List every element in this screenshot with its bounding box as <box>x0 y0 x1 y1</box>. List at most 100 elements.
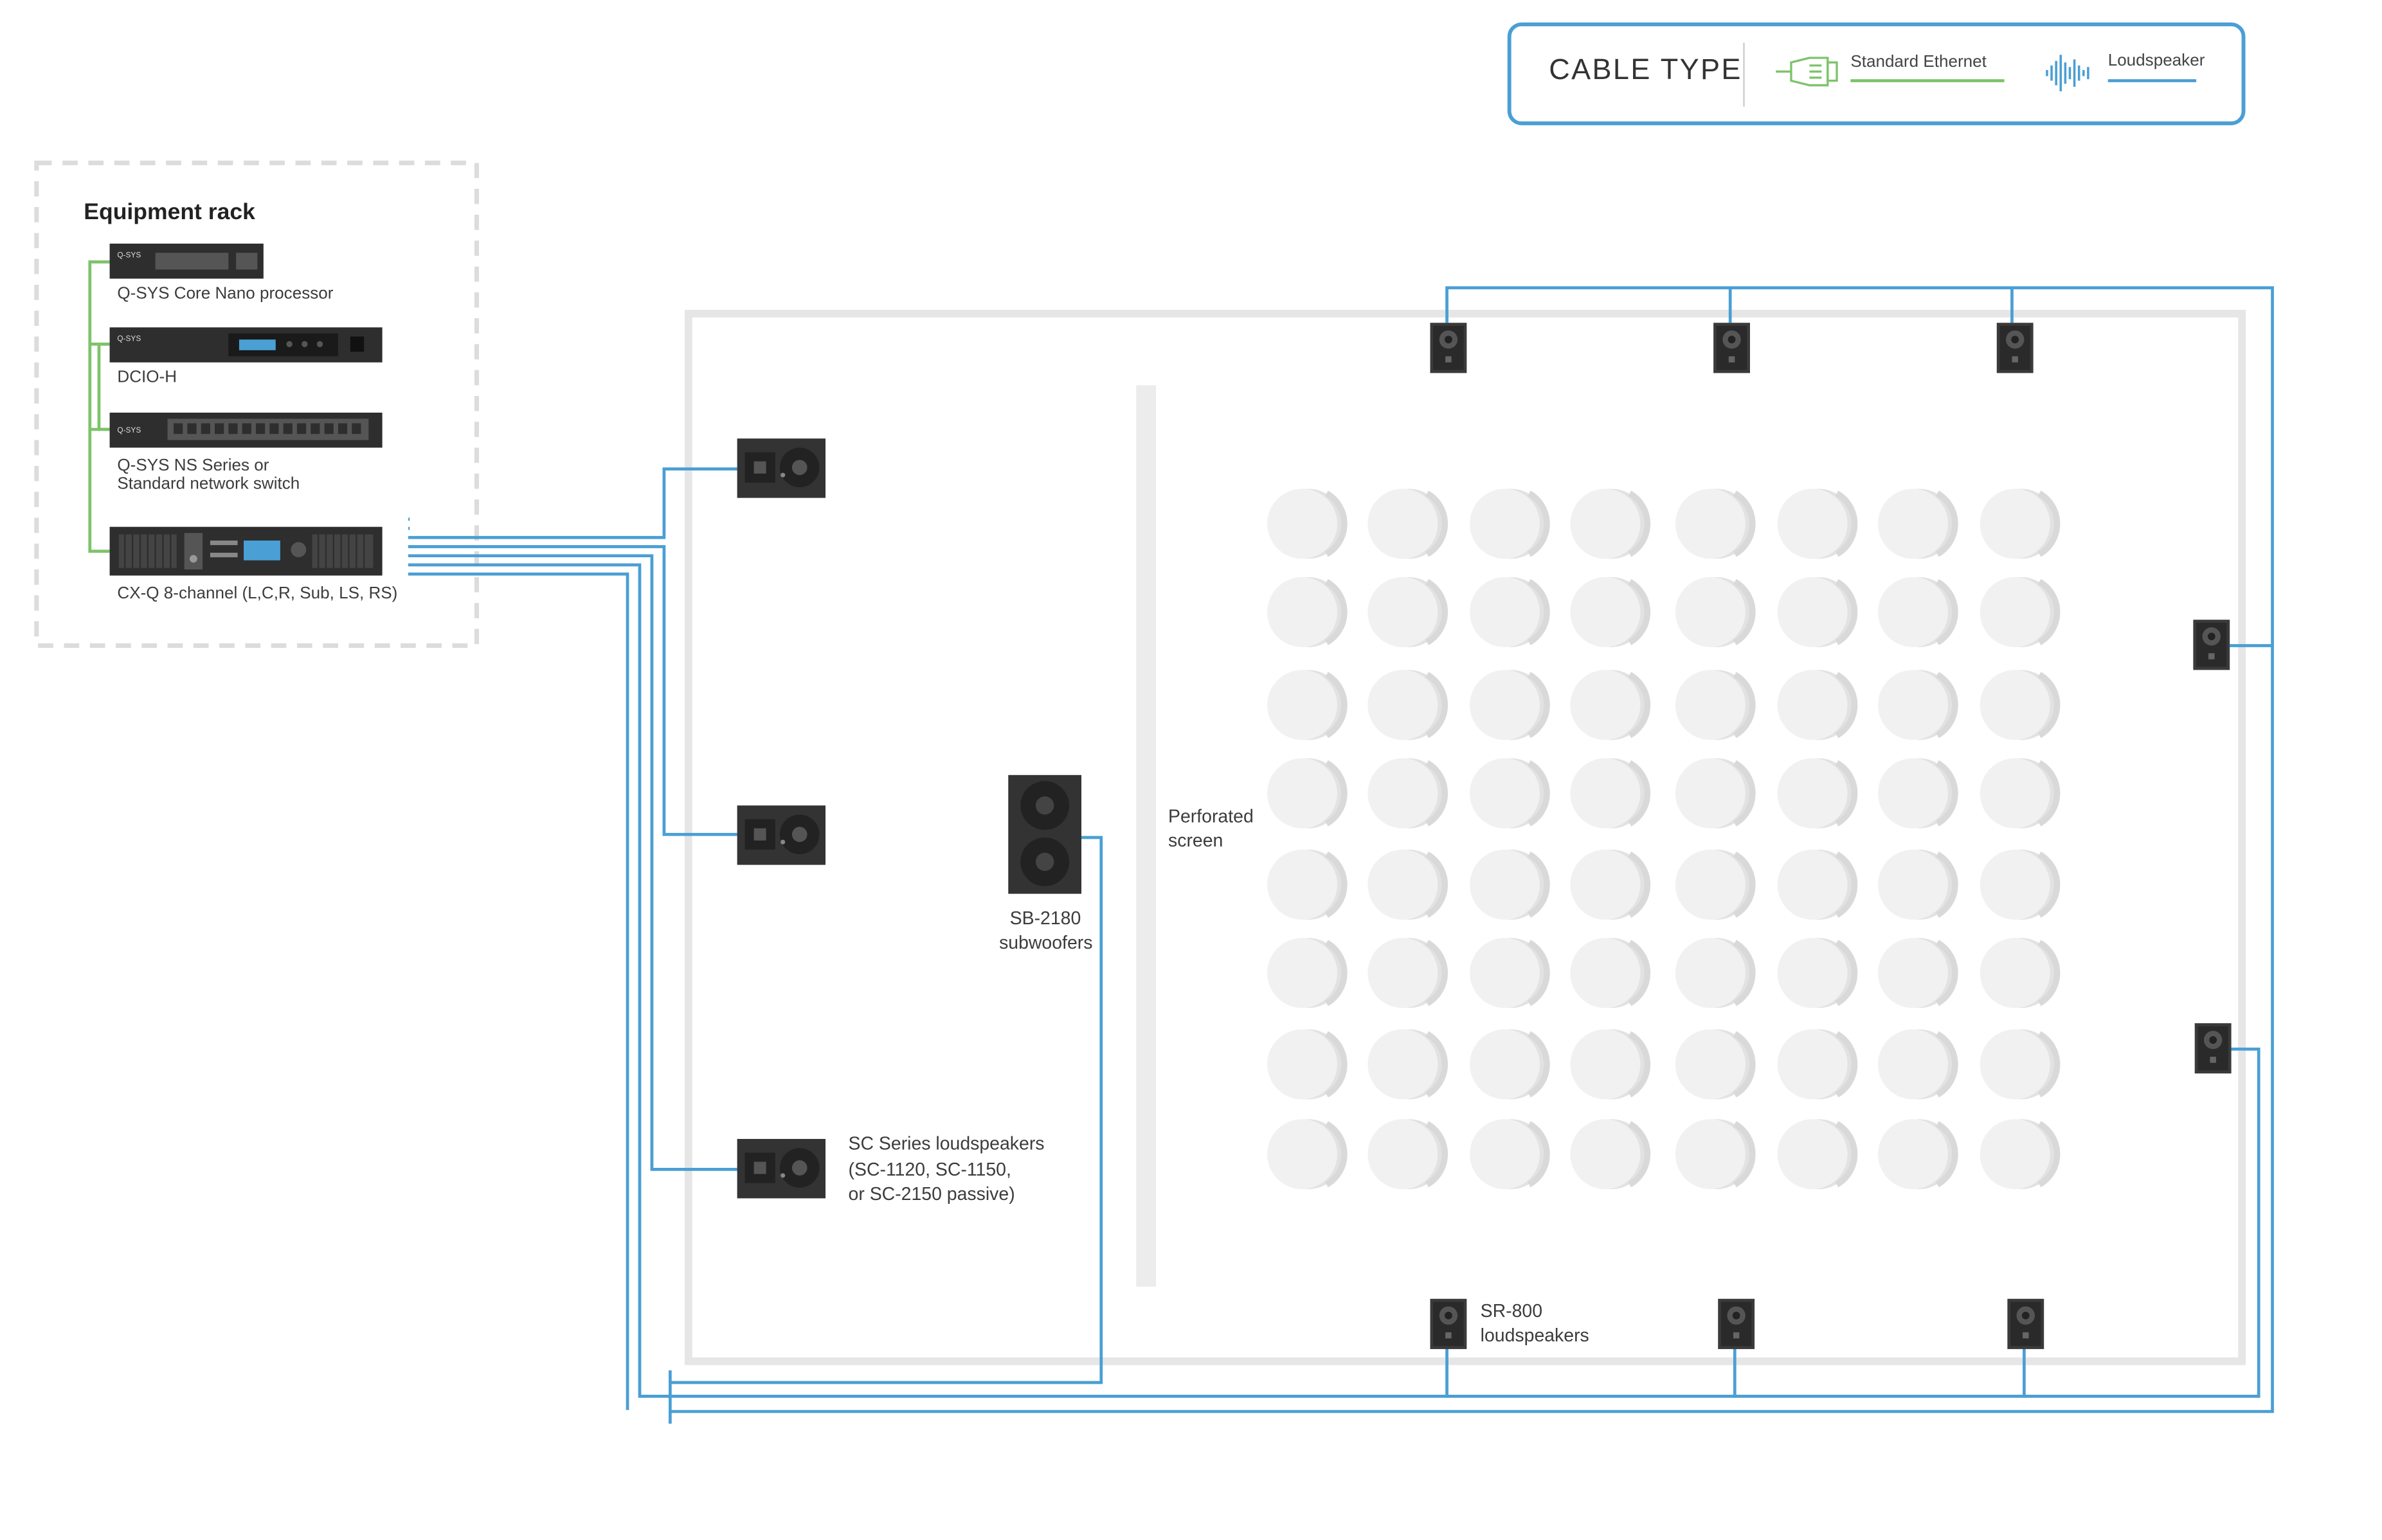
sr-800-speaker <box>2194 1023 2232 1074</box>
core-nano-brand: Q-SYS <box>117 250 141 259</box>
seat <box>1980 758 2061 828</box>
seat <box>1470 1029 1550 1100</box>
seat <box>1267 488 1348 559</box>
switch-label-line2: Standard network switch <box>117 475 300 494</box>
sc-speaker <box>737 805 826 865</box>
dcio-h-device: Q-SYS <box>109 327 383 363</box>
seat <box>1777 1119 1858 1190</box>
seat <box>1367 488 1448 559</box>
sb-2180-subwoofer <box>1008 774 1081 894</box>
sc-label-line2: (SC-1120, SC-1150, <box>848 1158 1011 1180</box>
seat <box>1980 577 2061 647</box>
seat <box>1367 670 1448 740</box>
sr-800-speaker <box>1713 323 1750 373</box>
seat <box>1267 758 1348 828</box>
sr-800-speaker <box>1430 1298 1467 1349</box>
sr-label-line1: SR-800 <box>1480 1300 1543 1322</box>
equipment-rack-border <box>34 160 480 649</box>
seat <box>1675 488 1756 559</box>
seat <box>1367 938 1448 1008</box>
cx-q-amplifier-device <box>109 526 383 576</box>
switch-label-line1: Q-SYS NS Series or <box>117 456 269 476</box>
seat <box>1470 758 1550 828</box>
seat <box>1570 577 1651 647</box>
sr-label-line2: loudspeakers <box>1480 1325 1589 1347</box>
sc-label-line1: SC Series loudspeakers <box>848 1133 1045 1154</box>
legend-title: CABLE TYPE <box>1549 55 1742 87</box>
screen-label-line2: screen <box>1168 830 1223 852</box>
seat <box>1570 849 1651 920</box>
seat <box>1675 670 1756 740</box>
dcio-h-label: DCIO-H <box>117 368 177 387</box>
sc-speaker <box>737 438 826 498</box>
seat <box>1675 577 1756 647</box>
core-nano-label: Q-SYS Core Nano processor <box>117 285 334 303</box>
seat <box>1877 849 1958 920</box>
seat <box>1777 577 1858 647</box>
cable-type-legend <box>1507 22 2246 125</box>
seat <box>1777 670 1858 740</box>
seat <box>1470 1119 1550 1190</box>
seat <box>1267 849 1348 920</box>
sc-label-line3: or SC-2150 passive) <box>848 1183 1015 1204</box>
sc-speaker <box>737 1139 826 1199</box>
seat <box>1877 670 1958 740</box>
sr-800-speaker <box>1718 1298 1755 1349</box>
seat <box>1777 938 1858 1008</box>
seat <box>1367 849 1448 920</box>
seat <box>1675 938 1756 1008</box>
seat <box>1980 1029 2061 1100</box>
seat <box>1470 938 1550 1008</box>
audience-seating <box>1267 488 2061 1190</box>
seat <box>1267 1029 1348 1100</box>
seat <box>1470 488 1550 559</box>
seat <box>1367 1029 1448 1100</box>
sr-800-speaker <box>2007 1298 2044 1349</box>
sr-800-speaker <box>1996 323 2034 373</box>
seat <box>1367 1119 1448 1190</box>
seat <box>1877 1029 1958 1100</box>
core-nano-device: Q-SYS <box>109 244 264 279</box>
seat <box>1877 758 1958 828</box>
seat <box>1570 1029 1651 1100</box>
legend-ethernet-label: Standard Ethernet <box>1850 53 1987 72</box>
seat <box>1367 758 1448 828</box>
seat <box>1267 1119 1348 1190</box>
ethernet-plug-icon <box>1776 57 1838 87</box>
subwoofer-label-line2: subwoofers <box>999 931 1093 953</box>
seat <box>1267 577 1348 647</box>
sr-800-speaker <box>2193 620 2230 670</box>
legend-loudspeaker-label: Loudspeaker <box>2107 51 2205 70</box>
seat <box>1980 849 2061 920</box>
network-switch-device: Q-SYS <box>109 412 383 448</box>
seat <box>1777 849 1858 920</box>
seat <box>1777 488 1858 559</box>
perforated-screen <box>1136 385 1157 1287</box>
sr-800-loudspeakers <box>1430 323 2232 1349</box>
seat <box>1367 577 1448 647</box>
screen-label-line1: Perforated <box>1168 805 1254 827</box>
seat <box>1675 758 1756 828</box>
seat <box>1570 1119 1651 1190</box>
sr-800-speaker <box>1430 323 1467 373</box>
sc-series-loudspeakers <box>737 438 826 1199</box>
room-walls <box>684 310 2246 1365</box>
seat <box>1267 938 1348 1008</box>
seat <box>1980 1119 2061 1190</box>
seat <box>1675 849 1756 920</box>
switch-brand: Q-SYS <box>117 425 141 434</box>
dcio-brand: Q-SYS <box>117 334 141 343</box>
seat <box>1980 488 2061 559</box>
sound-wave-icon <box>2046 55 2089 92</box>
seat <box>1877 577 1958 647</box>
seat <box>1570 758 1651 828</box>
seat <box>1675 1119 1756 1190</box>
seat <box>1877 1119 1958 1190</box>
seat <box>1777 1029 1858 1100</box>
seat <box>1470 670 1550 740</box>
subwoofer-label-line1: SB-2180 <box>1009 907 1081 929</box>
cx-q-label: CX-Q 8-channel (L,C,R, Sub, LS, RS) <box>117 584 398 604</box>
seat <box>1570 670 1651 740</box>
